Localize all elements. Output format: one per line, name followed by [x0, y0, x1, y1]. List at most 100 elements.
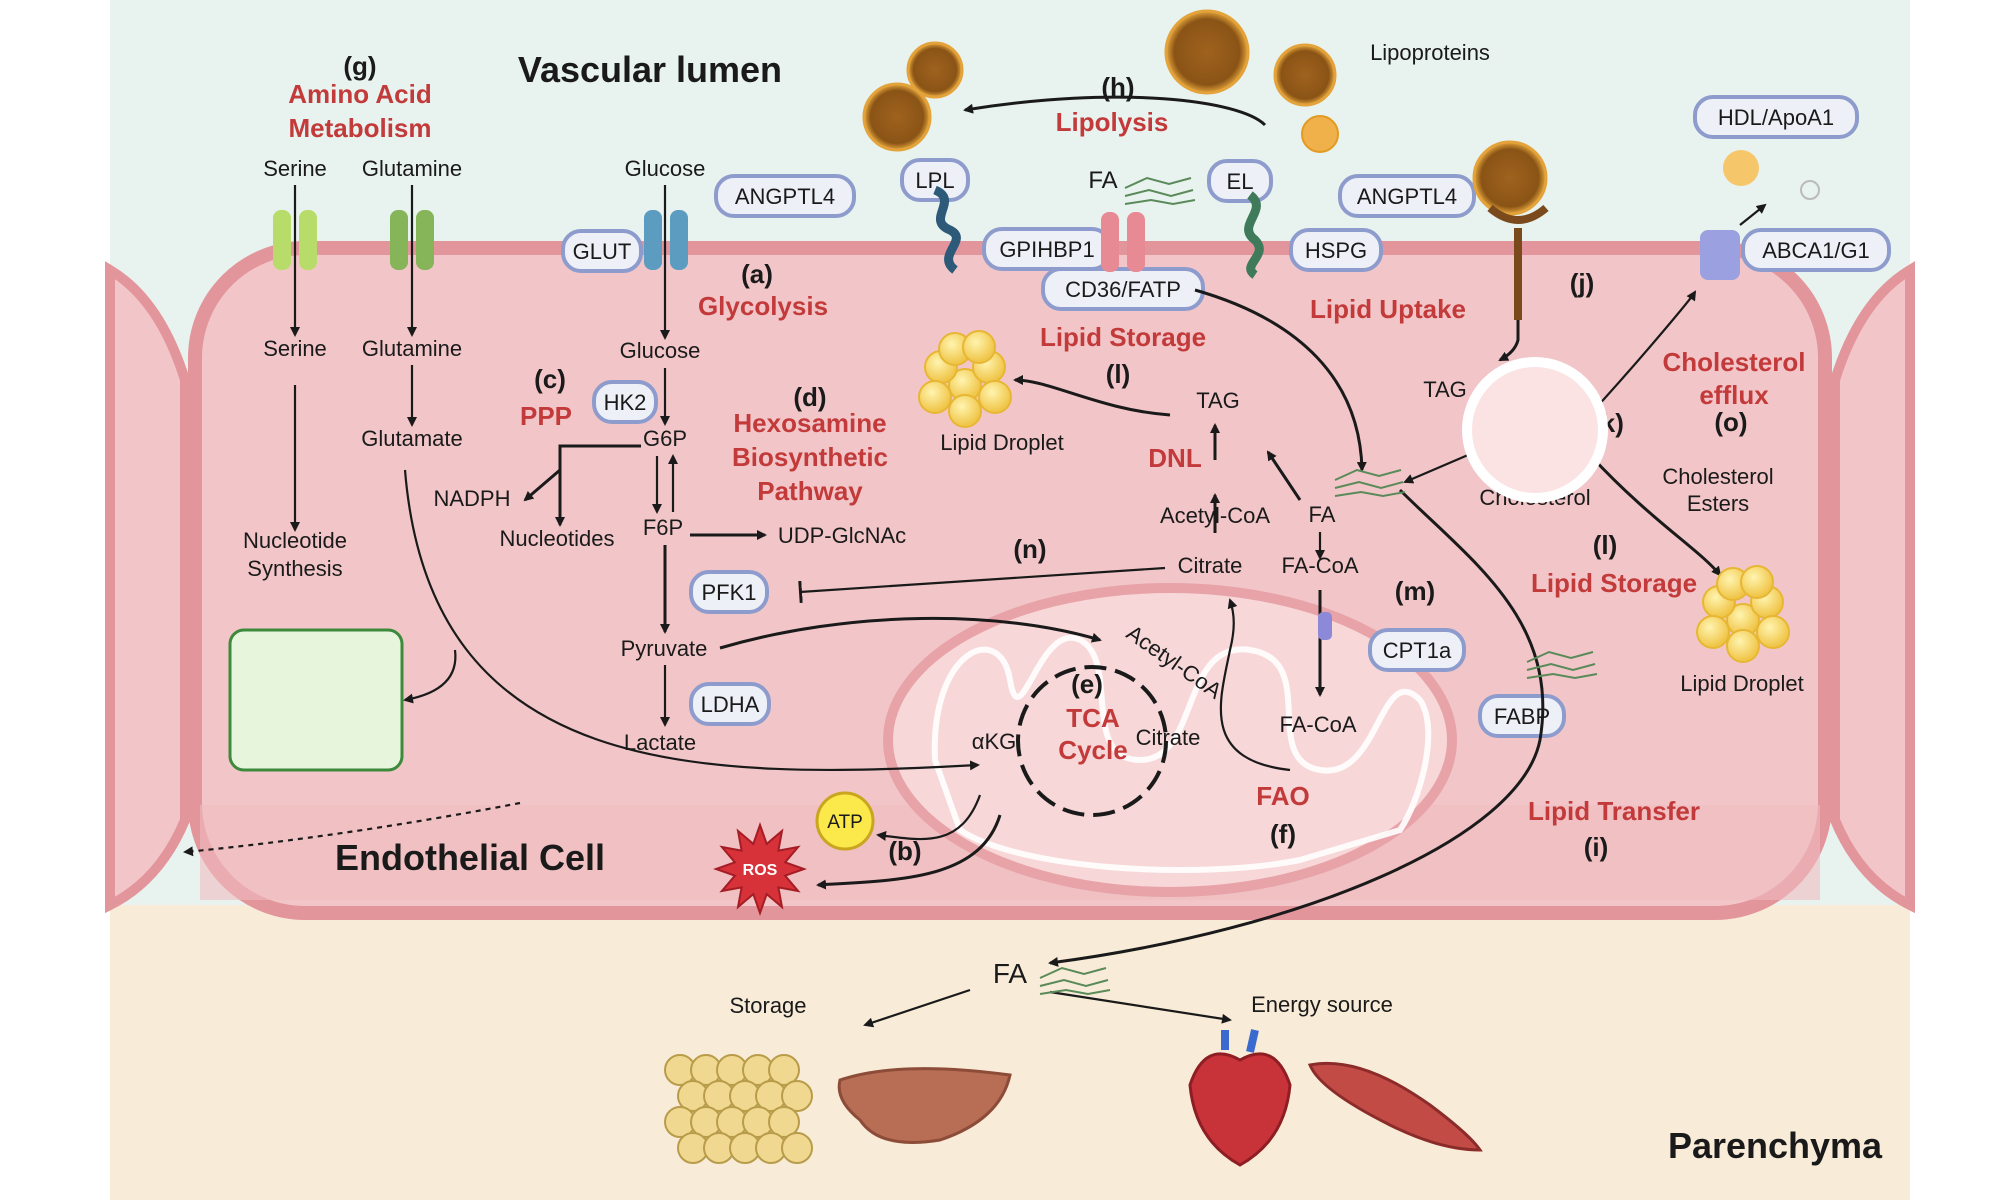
cpt1a-channel-icon	[1318, 612, 1332, 640]
adipose-tissue-icon	[664, 1054, 813, 1164]
lipoprotein-icon-3	[1164, 9, 1250, 95]
lipoprotein-icon-1	[906, 41, 964, 99]
hdl-particle-icon	[1723, 150, 1759, 186]
pathway-glycolysis: Glycolysis	[698, 291, 828, 321]
metabolite-tag-lyso: TAG	[1423, 377, 1467, 402]
pill-abca1-g1: ABCA1/G1	[1741, 228, 1891, 272]
label-o: (o)	[1714, 407, 1747, 437]
arrow-ppp-nadph	[523, 468, 561, 502]
pathway-tca-2: Cycle	[1058, 735, 1127, 765]
arrow-layer	[183, 95, 1767, 1028]
lysosome-icon	[1462, 357, 1608, 503]
fa-chain-icon-lumen	[1124, 176, 1196, 206]
neighbor-cell-right	[1830, 261, 1915, 914]
lpl-enzyme-icon	[932, 185, 961, 274]
pathway-cholesterol-efflux-2: efflux	[1699, 380, 1769, 410]
label-c: (c)	[534, 364, 566, 394]
pill-hspg-label: HSPG	[1305, 238, 1367, 263]
arrow-fa-storage	[863, 988, 971, 1028]
atp-label: ATP	[827, 812, 863, 833]
arrow-tca-ros	[816, 814, 1002, 890]
serine-transporter-icon	[273, 210, 317, 270]
pathway-lipid-transfer: Lipid Transfer	[1528, 796, 1700, 826]
arrow-tag-droplet	[1013, 375, 1171, 417]
region-lumen: Vascular lumen	[518, 49, 782, 90]
empty-hdl-icon	[1800, 180, 1820, 200]
arrow-glutamate-ornithine	[403, 649, 457, 704]
pill-pfk1: PFK1	[689, 570, 769, 614]
neighbor-cell-left	[105, 261, 190, 914]
metabolite-glucose-in: Glucose	[620, 338, 701, 363]
pathway-lipid-uptake: Lipid Uptake	[1310, 294, 1466, 324]
metabolite-serine-in: Serine	[263, 336, 327, 361]
metabolite-udp-glcnac: UDP-GlcNAc	[778, 523, 906, 548]
metabolite-glutamate: Glutamate	[361, 426, 463, 451]
arrow-lipolysis	[963, 95, 1267, 127]
mitochondrion	[883, 583, 1457, 897]
fa-chain-icon-fabp	[1526, 650, 1598, 680]
metabolite-nucleotide-2: Synthesis	[247, 556, 342, 581]
metabolite-nucleotides: Nucleotides	[500, 526, 615, 551]
metabolite-storage: Storage	[729, 993, 806, 1018]
metabolite-lipid-droplet-1: Lipid Droplet	[940, 430, 1064, 455]
pathway-amino-1: Amino Acid	[288, 79, 431, 109]
region-parenchyma: Parenchyma	[1668, 1125, 1883, 1166]
metabolite-citrate-mito: Citrate	[1136, 725, 1201, 750]
pathway-lipid-storage-2: Lipid Storage	[1531, 568, 1697, 598]
lipoprotein-icon-4	[1273, 43, 1337, 107]
arrow-fao-citrate	[1219, 598, 1291, 772]
pill-angptl4-right-label: ANGPTL4	[1357, 184, 1457, 209]
metabolite-g6p: G6P	[643, 426, 687, 451]
pill-angptl4-left: ANGPTL4	[714, 174, 856, 218]
pill-hdl-apoa1-label: HDL/ApoA1	[1718, 105, 1834, 130]
pill-pfk1-label: PFK1	[701, 580, 756, 605]
pill-glut: GLUT	[561, 229, 643, 273]
arrow-abca1-hdl	[1739, 203, 1767, 226]
pathway-hexosamine-2: Biosynthetic	[732, 442, 888, 472]
pill-cpt1a: CPT1a	[1368, 628, 1466, 672]
arrow-lysosome-fa	[1403, 450, 1476, 484]
metabolite-akg: αKG	[972, 729, 1017, 754]
pill-hdl-apoa1: HDL/ApoA1	[1693, 95, 1859, 139]
metabolite-cholesterol-esters-2: Esters	[1687, 491, 1749, 516]
lipid-droplet-icon-2	[1696, 565, 1790, 663]
metabolite-glutamine-in: Glutamine	[362, 336, 462, 361]
label-e: (e)	[1071, 669, 1103, 699]
pathway-amino-2: Metabolism	[288, 113, 431, 143]
metabolite-lipoproteins: Lipoproteins	[1370, 40, 1490, 65]
pill-cd36-fatp: CD36/FATP	[1041, 267, 1205, 311]
metabolite-glutamine-out: Glutamine	[362, 156, 462, 181]
pill-cd36-fatp-label: CD36/FATP	[1065, 277, 1181, 302]
arrow-citrate-pfk1	[798, 566, 1166, 604]
label-n: (n)	[1013, 534, 1046, 564]
fa-chain-icon-cell	[1334, 468, 1406, 498]
label-m: (m)	[1395, 576, 1435, 606]
abca1-transporter-icon	[1700, 230, 1740, 280]
pathway-dnl: DNL	[1148, 443, 1202, 473]
muscle-icon	[1307, 1061, 1483, 1152]
pill-ldha: LDHA	[689, 682, 771, 726]
pill-fabp: FABP	[1478, 694, 1566, 738]
metabolite-facoa-mito: FA-CoA	[1279, 712, 1356, 737]
ros-label: ROS	[743, 862, 778, 879]
pathway-hexosamine-1: Hexosamine	[733, 408, 886, 438]
label-a: (a)	[741, 259, 773, 289]
metabolite-lipid-droplet-2: Lipid Droplet	[1680, 671, 1804, 696]
pill-hspg: HSPG	[1289, 228, 1383, 272]
pathway-tca-1: TCA	[1066, 703, 1120, 733]
tca-cycle-ring	[1016, 665, 1168, 817]
label-l1: (l)	[1106, 359, 1131, 389]
metabolite-serine-out: Serine	[263, 156, 327, 181]
label-g: (g)	[343, 51, 376, 81]
arrow-fa-tag	[1266, 450, 1302, 501]
region-cell: Endothelial Cell	[335, 837, 605, 878]
pill-cpt1a-label: CPT1a	[1383, 638, 1452, 663]
arrow-chol-esters	[1588, 453, 1722, 577]
pill-hk2-label: HK2	[604, 390, 647, 415]
pill-lpl-label: LPL	[915, 168, 954, 193]
lipoprotein-icon-5	[1472, 140, 1548, 216]
metabolite-f6p: F6P	[643, 515, 683, 540]
metabolite-fa-bottom: FA	[993, 958, 1028, 989]
glutamine-transporter-icon	[390, 210, 434, 270]
